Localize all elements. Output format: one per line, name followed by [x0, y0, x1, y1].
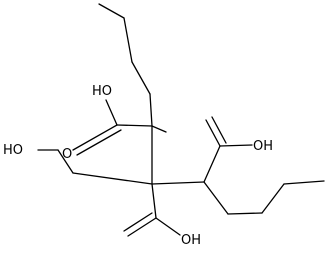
bond-ch2oh-b — [57, 149, 74, 174]
bond-c2-cooh — [151, 183, 157, 219]
bond-butyl2-a — [203, 181, 229, 215]
bond-carbonyl-oh-top — [105, 99, 118, 126]
bond-butyl1-a — [98, 3, 125, 19]
bond-carbonyl-double-a — [72, 124, 118, 151]
label-o-left: O — [62, 147, 72, 162]
label-oh-right: OH — [253, 139, 273, 154]
bond-ch2oh-c — [72, 172, 153, 185]
bonds — [37, 3, 325, 237]
bond-cooh-bottom-double-a — [127, 217, 157, 237]
bond-methyl — [151, 125, 167, 133]
label-oh-top: HO — [92, 84, 112, 99]
bond-cooh-right-oh — [219, 144, 253, 147]
bond-c3-cooh — [203, 145, 221, 183]
bond-carbonyl-double-b — [76, 129, 122, 156]
atom-labels: HO HO O OH OH — [3, 84, 273, 248]
bond-cooh-right-double-b — [211, 116, 227, 144]
bond-butyl2-b — [227, 212, 263, 215]
label-oh-bottom: OH — [181, 233, 201, 248]
bond-butyl1-c — [131, 61, 151, 95]
bond-cooh-bottom-oh — [155, 217, 181, 236]
bond-butyl2-d — [283, 180, 325, 185]
bond-c1-carbonyl — [116, 124, 153, 127]
bond-cooh-right-double-a — [205, 119, 221, 147]
bond-butyl1-d — [149, 93, 153, 127]
bond-c2-c3 — [151, 181, 205, 185]
bond-butyl2-c — [261, 183, 285, 214]
bond-cooh-bottom-double-b — [123, 212, 153, 232]
label-oh-left: HO — [3, 143, 23, 158]
bond-butyl1-b — [123, 17, 133, 63]
